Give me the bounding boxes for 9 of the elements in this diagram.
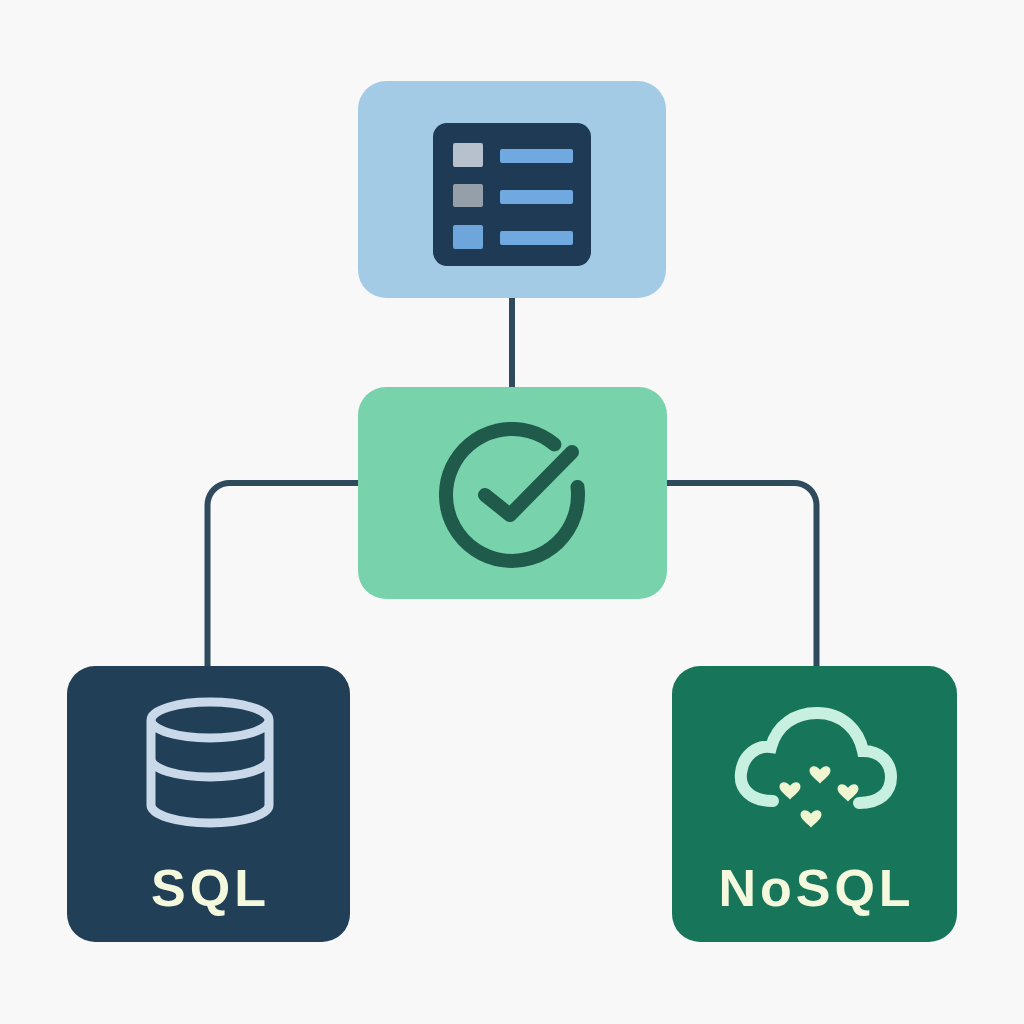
node-label: NoSQL (717, 862, 915, 914)
check-card (358, 387, 667, 599)
database-card (67, 666, 350, 942)
cloud-card (672, 666, 957, 942)
connector-line (509, 298, 515, 387)
connector-line (667, 480, 820, 666)
node-label: SQL (150, 862, 270, 914)
connector-line (204, 480, 358, 666)
list-card (358, 81, 666, 298)
